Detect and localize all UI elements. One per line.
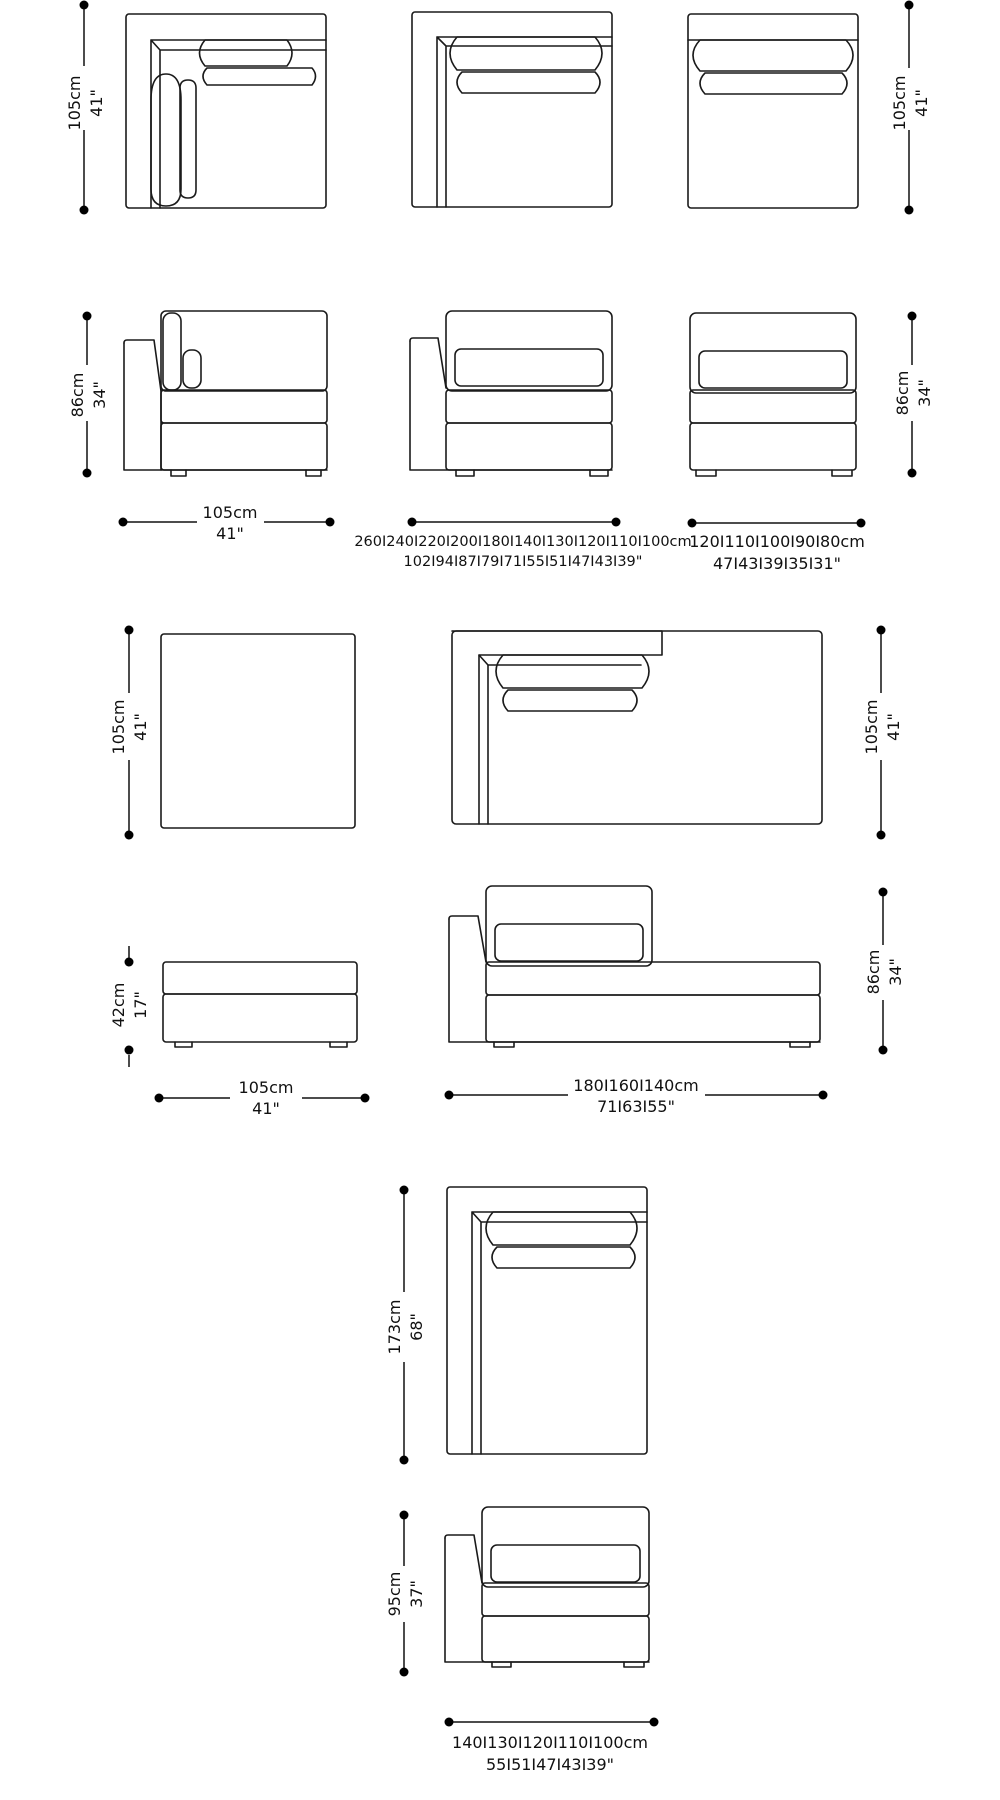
dim-label-cm: 105cm: [890, 76, 909, 131]
dim-label-inch: 102I94I87I79I71I55I51I47I43I39": [404, 554, 643, 570]
dim-label-cm: 180I160I140cm: [573, 1076, 698, 1095]
dim-label-cm: 120I110I100I90I80cm: [689, 532, 865, 551]
dim-line-corner-width: 105cm 41": [118, 503, 335, 543]
dim-line-chaise-widths: 180I160I140cm 71I63I55": [444, 1076, 828, 1116]
dim-line-ottoman-width: 105cm 41": [154, 1078, 370, 1118]
arm-sofa-top-view: [411, 11, 613, 208]
dim-label-inch: 41": [884, 713, 903, 741]
dim-label-inch: 55I51I47I43I39": [486, 1755, 614, 1774]
corner-module-front-view: [123, 310, 328, 477]
arm-sofa-front-view: [409, 310, 613, 477]
dim-label-inch: 41": [912, 89, 931, 117]
dim-label-inch: 41": [131, 713, 150, 741]
armless-module-top-view: [687, 13, 859, 209]
dim-line-arm-sofa-widths: 260I240I220I200I180I140I130I120I110I100c…: [354, 517, 692, 570]
dim-label-inch: 41": [87, 89, 106, 117]
dim-label-inch: 41": [216, 524, 244, 543]
dim-label-inch: 68": [407, 1313, 426, 1341]
dim-line-chaise-depth: 105cm 41": [862, 625, 903, 840]
dim-label-cm: 42cm: [109, 983, 128, 1028]
dim-label-cm: 86cm: [864, 950, 883, 995]
dim-label-inch: 34": [915, 379, 934, 407]
chaise-module-front-view: [448, 885, 821, 1048]
dim-label-cm: 86cm: [893, 371, 912, 416]
dim-label-inch: 47I43I39I35I31": [713, 554, 841, 573]
ottoman-front-view: [162, 961, 358, 1048]
dim-line-corner-height: 86cm 34": [68, 311, 109, 478]
dim-label-cm: 260I240I220I200I180I140I130I120I110I100c…: [354, 534, 691, 550]
dim-line-longchair-depth: 173cm 68": [385, 1185, 426, 1465]
dim-label-cm: 105cm: [203, 503, 258, 522]
dim-line-ottoman-height: 42cm 17": [109, 946, 150, 1067]
armless-module-front-view: [689, 312, 857, 477]
dim-line-armchair-depth: 105cm 41": [890, 0, 931, 215]
dim-label-inch: 37": [407, 1580, 426, 1608]
dim-label-inch: 71I63I55": [597, 1097, 675, 1116]
dim-line-longchair-widths: 140I130I120I110I100cm 55I51I47I43I39": [444, 1717, 659, 1774]
dim-line-longchair-height: 95cm 37": [385, 1510, 426, 1677]
dim-label-inch: 17": [131, 991, 150, 1019]
dim-label-cm: 140I130I120I110I100cm: [452, 1733, 648, 1752]
longchair-front-view: [444, 1506, 650, 1668]
dim-line-chaise-height: 86cm 34": [864, 887, 905, 1055]
ottoman-top-view: [160, 633, 356, 829]
chaise-module-top-view: [451, 630, 823, 825]
dim-label-cm: 105cm: [862, 700, 881, 755]
dim-label-cm: 105cm: [239, 1078, 294, 1097]
longchair-top-view: [446, 1186, 648, 1455]
dim-line-armless-widths: 120I110I100I90I80cm 47I43I39I35I31": [687, 518, 866, 573]
dim-line-armless-height: 86cm 34": [893, 311, 934, 478]
dim-label-inch: 34": [886, 958, 905, 986]
dim-label-cm: 86cm: [68, 373, 87, 418]
dim-line-ottoman-depth: 105cm 41": [109, 625, 150, 840]
dim-label-inch: 41": [252, 1099, 280, 1118]
dim-line-corner-depth: 105cm 41": [65, 0, 106, 215]
corner-module-top-view: [125, 13, 327, 209]
dim-label-cm: 173cm: [385, 1300, 404, 1355]
dim-label-cm: 95cm: [385, 1572, 404, 1617]
dim-label-cm: 105cm: [109, 700, 128, 755]
dim-label-inch: 34": [90, 381, 109, 409]
dim-label-cm: 105cm: [65, 76, 84, 131]
